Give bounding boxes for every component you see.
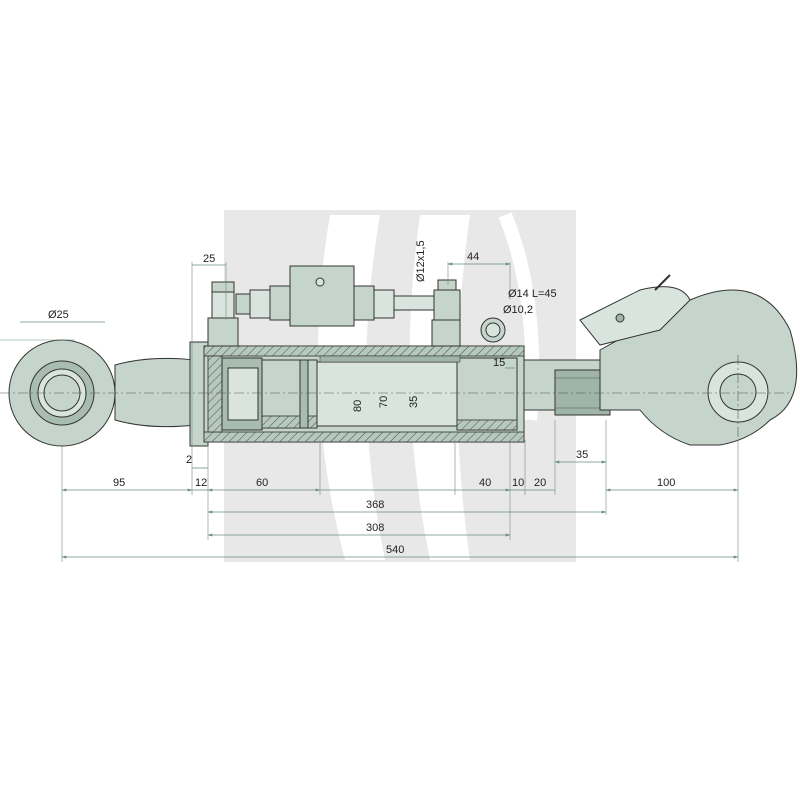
dim-540: 540 — [386, 544, 404, 556]
label-d15: 15 — [493, 357, 505, 369]
label-width-25: 25 — [203, 253, 215, 265]
dim-308: 308 — [366, 522, 384, 534]
label-d35-hook: 35 — [576, 449, 588, 461]
label-d70: 70 — [378, 396, 390, 408]
dimension-lines — [20, 262, 739, 559]
label-thread: Ø12x1,5 — [415, 240, 427, 282]
label-d35: 35 — [408, 396, 420, 408]
hitch-hook — [579, 274, 798, 446]
dim-60: 60 — [256, 477, 268, 489]
dim-20: 20 — [534, 477, 546, 489]
label-bore: Ø10,2 — [503, 304, 533, 316]
dim-95: 95 — [113, 477, 125, 489]
label-d80: 80 — [352, 400, 364, 412]
dim-12: 12 — [195, 477, 207, 489]
dim-10: 10 — [512, 477, 524, 489]
cylinder-body — [189, 341, 525, 447]
dim-368: 368 — [366, 499, 384, 511]
label-pin: Ø14 L=45 — [508, 288, 557, 300]
label-d2: 2 — [186, 454, 192, 466]
hydraulic-fittings — [207, 265, 506, 347]
dim-40: 40 — [479, 477, 491, 489]
extension-lines — [0, 262, 739, 562]
label-width-44: 44 — [467, 251, 479, 263]
dim-100: 100 — [657, 477, 675, 489]
label-d25: Ø25 — [48, 309, 69, 321]
